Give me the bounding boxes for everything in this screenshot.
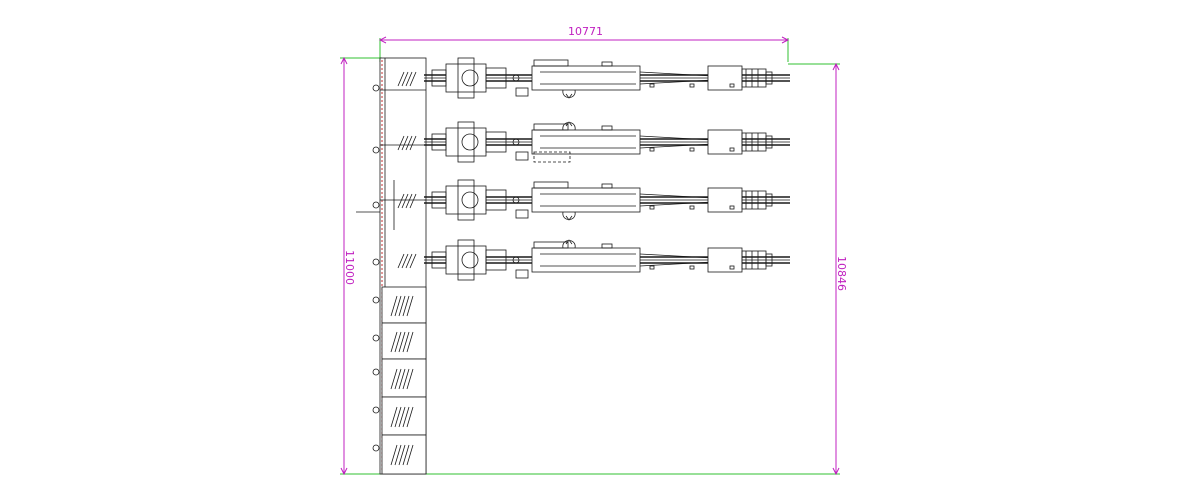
dimension-left: 11000 [340,56,382,476]
storage-bay [381,286,427,324]
storage-bay [381,358,427,398]
machine-row [397,179,790,221]
dimension-top-label: 10771 [568,25,603,38]
storage-bay [381,322,427,360]
wall-fixtures [372,84,380,452]
machine-row [397,57,790,99]
dimension-top: 10771 [378,25,790,62]
storage-bay [381,434,427,475]
machine-row [397,121,790,163]
storage-bays [381,286,427,475]
storage-bay [381,396,427,436]
dimension-right-label: 10846 [835,256,848,291]
machine-row [397,239,790,281]
dimension-right: 10846 [426,62,848,476]
dimension-left-label: 11000 [343,250,356,285]
machine-rows [397,57,790,281]
